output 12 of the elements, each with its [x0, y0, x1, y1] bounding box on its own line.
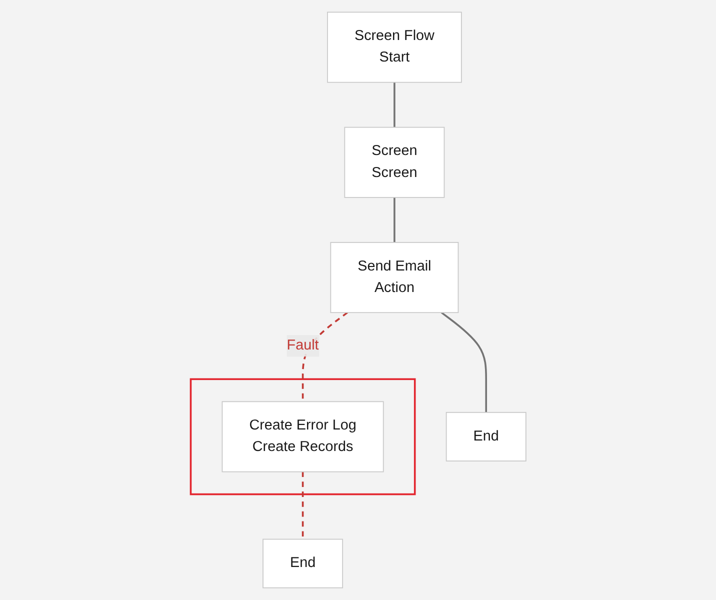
connector — [393, 82, 396, 128]
cluster — [190, 378, 416, 496]
node-box: Screen Screen — [344, 126, 444, 198]
node-box: End — [446, 412, 526, 462]
connector — [393, 197, 396, 242]
edge-label: Fault — [286, 338, 318, 354]
node-box: End — [262, 538, 343, 588]
connector — [302, 472, 304, 540]
node-box: Send Email Action — [330, 242, 458, 314]
connector — [440, 312, 487, 412]
node-box: Screen Flow Start — [326, 12, 462, 83]
node-box: Create Error Log Create Records — [221, 401, 384, 472]
